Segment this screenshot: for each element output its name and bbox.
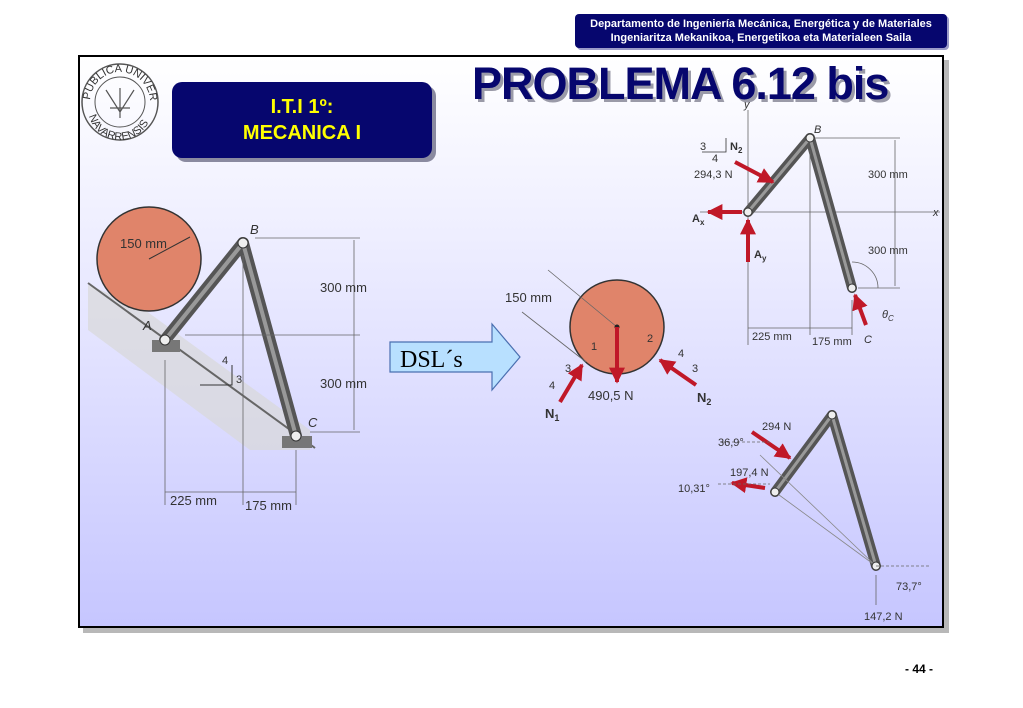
svg-text:PUBLICA UNIVERSITAS: PUBLICA UNIVERSITAS: [0, 0, 159, 102]
bar-fbd-x-axis: x: [932, 207, 939, 219]
result-angle-73-7: 73,7°: [896, 581, 922, 593]
fbd-disk-point-1: 1: [591, 341, 597, 353]
result-angle-36-9: 36,9°: [718, 437, 744, 449]
result-force-197-4: 197,4 N: [730, 467, 769, 479]
svg-text:NAVARRENSIS: NAVARRENSIS: [86, 113, 151, 143]
slope-3-label: 3: [236, 374, 242, 386]
dim-300-bottom: 300 mm: [320, 376, 367, 391]
fbd-disk-point-2: 2: [647, 333, 653, 345]
bar-free-body-diagram: y x B C 3 4 N2 294,3 N Ax Ay 300 mm 300 …: [692, 99, 940, 348]
bar-fbd-dim-300-bottom: 300 mm: [868, 245, 908, 257]
bar-fbd-n2: N2: [730, 141, 743, 155]
bar-fbd-theta: θC: [882, 309, 894, 323]
fbd-disk-slope-4a: 4: [549, 380, 555, 392]
course-line-1: I.T.I 1º:: [270, 96, 334, 118]
bar-fbd-point-b: B: [814, 124, 821, 136]
dsl-label: DSL´s: [400, 347, 463, 373]
fbd-disk-slope-4b: 4: [678, 348, 684, 360]
course-line-2: MECANICA I: [242, 122, 362, 144]
bar-fbd-force: 294,3 N: [694, 169, 733, 181]
result-angle-10-31: 10,31°: [678, 483, 710, 495]
dim-300-top: 300 mm: [320, 280, 367, 295]
bar-fbd-slope-4: 4: [712, 153, 718, 165]
fbd-disk-slope-3a: 3: [565, 363, 571, 375]
department-banner: Departamento de Ingeniería Mecánica, Ene…: [575, 14, 947, 48]
dim-175: 175 mm: [245, 498, 292, 513]
dsl-arrow: DSL´s: [389, 322, 521, 392]
bar-fbd-slope-3: 3: [700, 141, 706, 153]
result-free-body-diagram: 294 N 36,9° 197,4 N 10,31° 73,7° 147,2 N: [678, 410, 930, 623]
seal-text-top: PUBLICA UNIVERSITAS: [0, 0, 159, 102]
seal-text-bottom: NAVARRENSIS: [86, 113, 151, 143]
result-force-294: 294 N: [762, 421, 791, 433]
bar-fbd-ax: Ax: [692, 213, 705, 227]
bar-fbd-dim-175: 175 mm: [812, 336, 852, 348]
disk-free-body-diagram: 150 mm 490,5 N N1 N2 3 4 4 3 1 2: [505, 269, 711, 423]
bar-fbd-point-c: C: [864, 334, 872, 346]
bar-fbd-dim-300-top: 300 mm: [868, 169, 908, 181]
fbd-disk-n1: N1: [545, 406, 559, 423]
bar-fbd-ay: Ay: [754, 249, 767, 263]
dim-225: 225 mm: [170, 493, 217, 508]
page-number: - 44 -: [905, 662, 934, 676]
disk-radius-label: 150 mm: [120, 236, 167, 251]
fbd-disk-slope-3b: 3: [692, 363, 698, 375]
university-seal-logo: PUBLICA UNIVERSITAS NAVARRENSIS: [0, 0, 159, 143]
result-force-147-2: 147,2 N: [864, 611, 903, 623]
course-badge: I.T.I 1º: MECANICA I: [172, 82, 432, 158]
point-c-label: C: [308, 415, 318, 430]
department-name-eu: Ingeniaritza Mekanikoa, Energetikoa eta …: [610, 32, 912, 44]
fbd-disk-n2: N2: [697, 390, 711, 407]
point-b-label: B: [250, 222, 259, 237]
department-name-es: Departamento de Ingeniería Mecánica, Ene…: [590, 18, 932, 30]
point-a-label: A: [142, 318, 152, 333]
problem-title: PROBLEMA 6.12 bis: [472, 58, 889, 109]
bar-fbd-dim-225: 225 mm: [752, 331, 792, 343]
fbd-disk-weight: 490,5 N: [588, 388, 634, 403]
slope-4-label: 4: [222, 355, 228, 367]
bar-fbd-y-axis: y: [743, 99, 751, 111]
fbd-disk-radius: 150 mm: [505, 290, 552, 305]
main-mechanism-figure: 150 mm A B C 300 mm 300 mm 225 mm 175 mm…: [87, 206, 367, 513]
